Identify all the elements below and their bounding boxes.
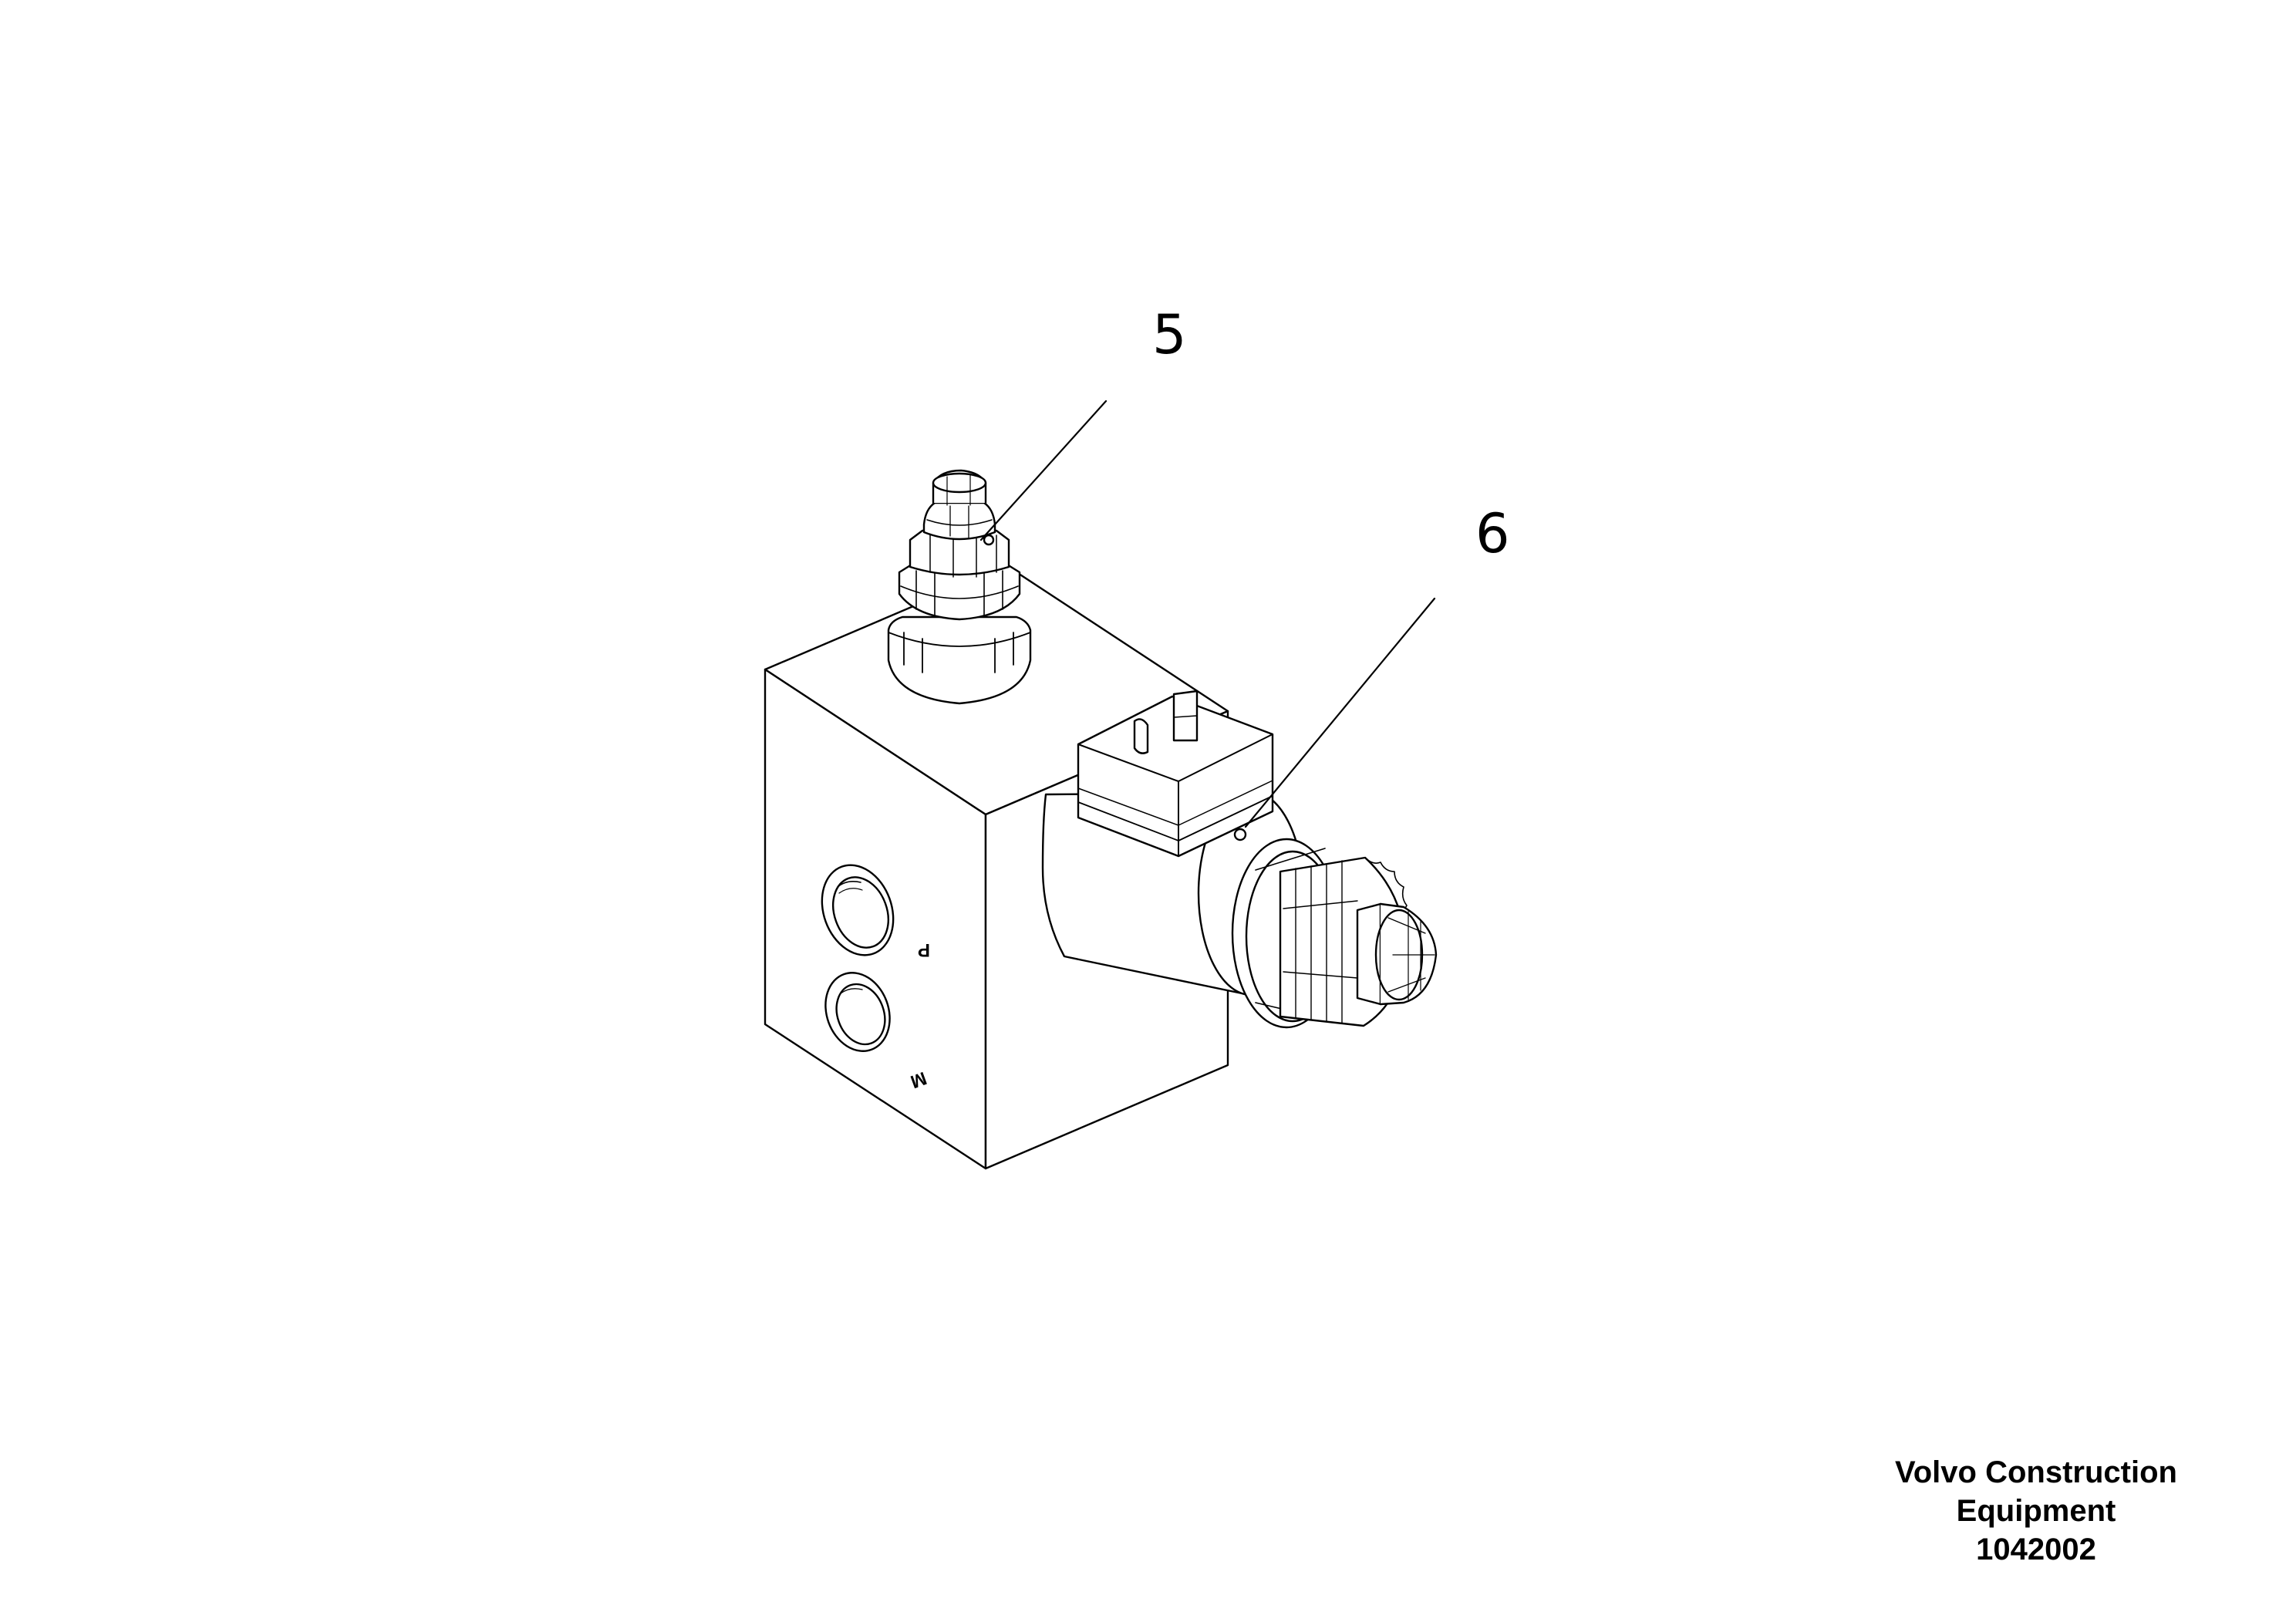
drawing-caption: Volvo Construction Equipment 1042002: [1836, 1453, 2237, 1569]
cartridge-valve: [887, 469, 1032, 705]
solenoid-valve: [1041, 690, 1438, 1029]
caption-drawing-number: 1042002: [1976, 1533, 2096, 1566]
leader-line-5: [979, 400, 1108, 541]
callout-5: 5: [1152, 303, 1187, 366]
port-m: [824, 972, 891, 1052]
port-p: [821, 864, 895, 956]
callout-6: 6: [1475, 502, 1510, 565]
caption-company-cont: Equipment: [1956, 1494, 2116, 1528]
leader-line-6: [1244, 597, 1436, 828]
caption-company: Volvo Construction: [1895, 1455, 2177, 1489]
port-label-p: P: [918, 939, 930, 960]
